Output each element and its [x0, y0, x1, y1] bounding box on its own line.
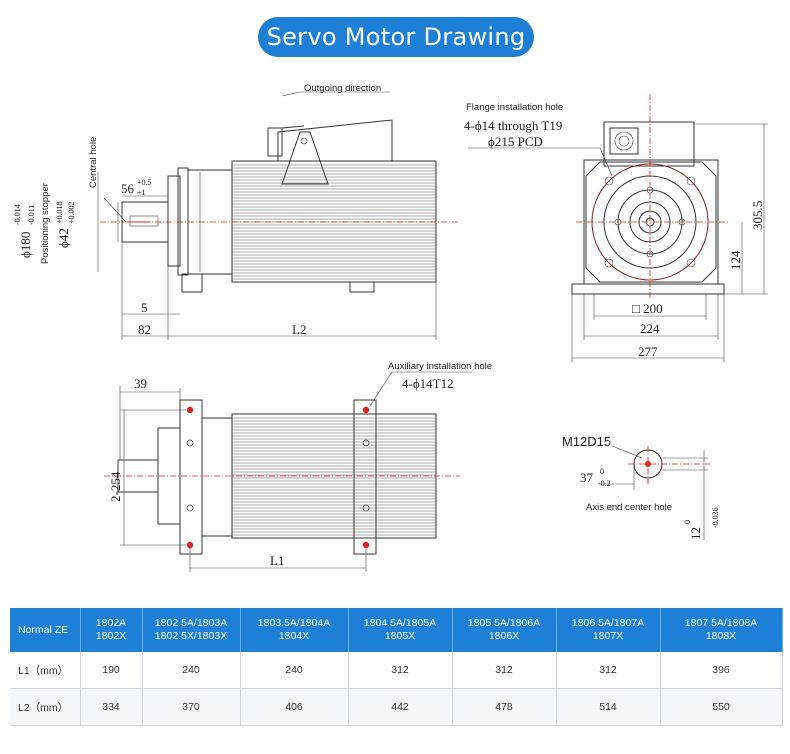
shaft-end-view: M12D15 37 0 -0.2 Axis end center hole 12…: [562, 434, 720, 540]
pcd-dim: ϕ215 PCD: [488, 134, 543, 149]
dim-5: 5: [141, 300, 148, 315]
central-hole-label: Central hole: [88, 137, 99, 188]
table-header-cell: Normal ZE: [10, 608, 81, 652]
table-cell: 370: [142, 688, 241, 726]
top-view: 39 2-254 L1 Auxiliary installation hole …: [104, 361, 492, 572]
dim-305: 305.5: [750, 201, 765, 230]
table-cell: 190: [80, 652, 143, 689]
dim-l2: L2: [292, 322, 306, 337]
dim-37-tol-up: 0: [600, 467, 604, 476]
dim-124: 124: [728, 250, 743, 270]
table-cell: 312: [348, 652, 453, 689]
dim-224: 224: [640, 321, 660, 336]
shaft-dia-tol-up: +0.018: [55, 201, 64, 224]
table-cell: 406: [240, 688, 349, 726]
table-cell: 514: [556, 688, 661, 726]
table-cell: 396: [660, 652, 783, 689]
axis-end-label: Axis end center hole: [586, 502, 672, 513]
outgoing-direction-label: Outgoing direction: [304, 83, 381, 94]
table-cell: 334: [80, 688, 143, 726]
dim-39: 39: [134, 376, 147, 391]
table-cell: 312: [452, 652, 557, 689]
table-cell: 240: [142, 652, 241, 689]
flange-dia-tol-dn: -0.011: [27, 205, 36, 225]
dim-82: 82: [138, 322, 151, 337]
aux-hole-spec: 4-ϕ14T12: [402, 376, 454, 391]
dim-12-tol-up: 0: [683, 520, 692, 524]
dim-12: 12: [688, 527, 703, 540]
table-row: L2（mm） 334 370 406 442 478 514 550: [10, 688, 783, 726]
flange-hole-label: Flange installation hole: [466, 102, 563, 113]
front-view: Flange installation hole 4-ϕ14 through T…: [464, 94, 768, 362]
dim-l1: L1: [270, 553, 284, 568]
dim-277: 277: [638, 344, 658, 359]
flange-hole-spec: 4-ϕ14 through T19: [464, 118, 562, 133]
m12-label: M12D15: [562, 434, 611, 449]
shaft-length-dim: 56: [121, 181, 135, 196]
dim-200: □ 200: [632, 301, 663, 316]
flange-dia-tol-up: -0.014: [13, 204, 22, 225]
table-cell: 240: [240, 652, 349, 689]
dim-12-tol-dn: -0.036: [711, 507, 720, 528]
table-row: L1（mm） 190 240 240 312 312 312 396: [10, 652, 783, 689]
dim-37-tol-dn: -0.2: [598, 479, 611, 488]
shaft-length-tol-dn: +1: [137, 188, 146, 197]
table-cell: 550: [660, 688, 783, 726]
shaft-dia-tol-dn: +0.002: [67, 201, 76, 224]
technical-drawing: Outgoing direction Central hole Position…: [13, 83, 768, 572]
shaft-length-tol-up: +0.5: [137, 178, 152, 187]
shaft-dia-dim: ϕ42: [56, 228, 71, 248]
aux-hole-label: Auxiliary installation hole: [388, 361, 492, 372]
table-cell: L2（mm）: [10, 688, 81, 726]
side-view: Outgoing direction Central hole Position…: [13, 83, 460, 340]
page-title: Servo Motor Drawing: [258, 17, 534, 57]
table-cell: 442: [348, 688, 453, 726]
positioning-stopper-label: Positioning stopper: [40, 183, 51, 264]
table-cell: 478: [452, 688, 557, 726]
table-cell: L1（mm）: [10, 652, 81, 689]
dim-254: 2-254: [108, 471, 123, 502]
flange-dia-dim: ϕ180: [18, 232, 33, 258]
dim-37: 37: [580, 470, 594, 485]
table-cell: 312: [556, 652, 661, 689]
